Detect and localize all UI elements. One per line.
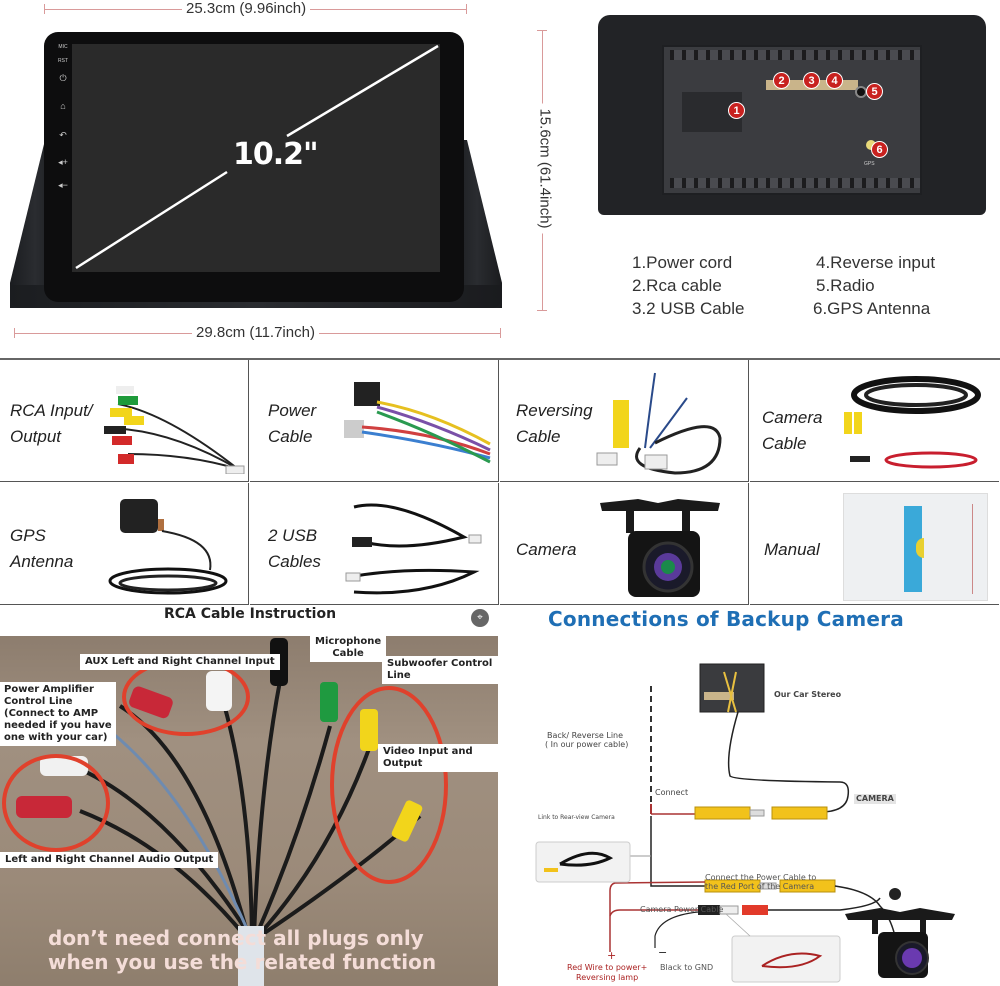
dimension-tick	[44, 4, 45, 14]
dimension-tick	[537, 310, 547, 311]
lens-search-icon[interactable]: ⌖	[471, 609, 489, 627]
diagonal-line	[75, 44, 439, 270]
badge-3: 3	[803, 72, 820, 89]
legend-reverse-input: 4.Reverse input	[816, 253, 936, 272]
manual-fold-line	[972, 504, 973, 594]
legend-power-cord: 1.Power cord	[632, 253, 733, 272]
camera-tag: CAMERA	[854, 794, 896, 804]
back-connector-area	[662, 45, 922, 195]
connect-label: Connect	[655, 788, 689, 797]
dimension-tick	[14, 328, 15, 338]
reverse-line-label-2: ( In our power cable)	[545, 740, 629, 749]
gps-tag: GPS	[864, 161, 875, 167]
legend-radio: 5.Radio	[816, 276, 875, 295]
volume-down-icon[interactable]: ◂−	[58, 180, 68, 190]
rca-cable-image	[104, 386, 245, 474]
reversing-cable-image	[596, 372, 722, 475]
callout-audio-output: Left and Right Channel Audio Output	[0, 852, 219, 868]
screen-size-label: 10.2"	[233, 137, 319, 172]
backup-camera-title: Connections of Backup Camera	[548, 607, 904, 631]
badge-4: 4	[826, 72, 843, 89]
reset-button[interactable]: RST	[58, 58, 68, 64]
gps-antenna-image	[108, 499, 228, 595]
dimension-tick	[500, 328, 501, 338]
vent-slots	[670, 178, 920, 188]
manual-cover-stripe	[904, 506, 922, 592]
legend-gps-antenna: 6.GPS Antenna	[813, 299, 931, 318]
accessory-label: Manual	[764, 540, 820, 559]
overlay-note-line1: don’t need connect all plugs only	[48, 926, 424, 950]
dimension-tick	[466, 4, 467, 14]
screen-width-label: 25.3cm (9.96inch)	[182, 0, 311, 17]
power-icon[interactable]: ⏻	[59, 73, 67, 83]
manual-sun-graphic	[916, 538, 924, 558]
stereo-label: Our Car Stereo	[774, 690, 842, 699]
callout-aux-input: AUX Left and Right Channel Input	[80, 654, 280, 670]
back-icon[interactable]: ↶	[59, 130, 67, 140]
video-highlight-ring	[330, 686, 448, 884]
unit-height-label: 15.6cm (61.4inch)	[536, 103, 554, 234]
accessory-cell-camera: Camera	[500, 483, 749, 605]
mic-label: MIC	[58, 44, 68, 50]
red-wire-label-2: Reversing lamp	[576, 973, 639, 982]
rca-cable-photo: AUX Left and Right Channel Input Microph…	[0, 634, 498, 986]
dimension-tick	[537, 30, 547, 31]
badge-6: 6	[871, 141, 888, 158]
callout-subwoofer: Subwoofer Control Line	[382, 656, 498, 684]
accessory-label: Camera	[516, 540, 577, 559]
accessory-cell-manual: Manual	[750, 483, 999, 605]
overlay-note-line2: when you use the related function	[48, 950, 437, 974]
audio-out-highlight-ring	[2, 754, 110, 852]
vent-slots	[670, 50, 920, 60]
reverse-line-label-1: Back/ Reverse Line	[547, 731, 624, 740]
home-icon[interactable]: ⌂	[60, 101, 66, 111]
camera-cable-image	[844, 376, 981, 469]
usb-cables-image	[345, 503, 482, 595]
link-rear-view-label: Link to Rear-view Camera	[538, 814, 615, 821]
badge-2: 2	[773, 72, 790, 89]
rca-instruction-title: RCA Cable Instruction	[163, 606, 337, 622]
callout-power-amplifier: Power Amplifier Control Line (Connect to…	[0, 682, 116, 746]
black-gnd-label: Black to GND	[660, 963, 714, 972]
accessory-cell-rca: RCA Input/Output	[0, 360, 249, 482]
camera-power-cable-label: Camera Power Cable	[640, 905, 724, 914]
power-note-line1: Connect the Power Cable to	[705, 873, 817, 882]
badge-5: 5	[866, 83, 883, 100]
power-note-line2: the Red Port of the Camera	[705, 882, 815, 891]
plus-sign: +	[607, 949, 617, 962]
legend-rca-cable: 2.Rca cable	[632, 276, 722, 295]
head-unit-screen	[72, 44, 440, 272]
red-wire-label-1: Red Wire to power+	[567, 963, 648, 972]
volume-up-icon[interactable]: ◂+	[58, 157, 68, 167]
badge-1: 1	[728, 102, 745, 119]
backup-camera-image	[600, 499, 720, 597]
accessory-label: RCA Input/Output	[10, 401, 93, 446]
manual-image	[843, 493, 988, 601]
callout-video: Video Input and Output	[378, 744, 498, 772]
legend-usb-cable: 3.2 USB Cable	[632, 299, 745, 318]
wiring-diagram	[535, 663, 955, 983]
minus-sign: −	[658, 946, 668, 959]
power-cable-image	[344, 382, 491, 464]
unit-width-label: 29.8cm (11.7inch)	[192, 324, 319, 341]
